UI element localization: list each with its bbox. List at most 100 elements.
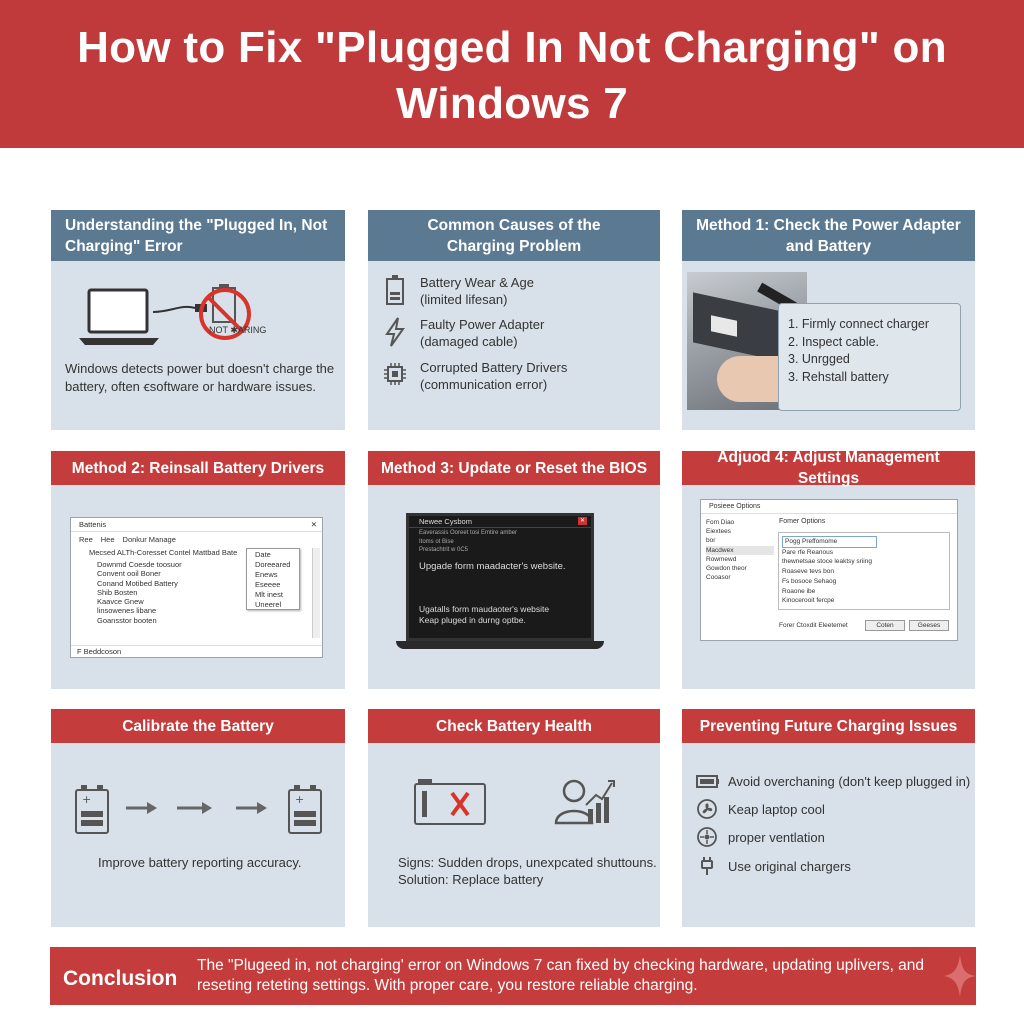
setting-item[interactable]: Pare rfe Reanous [782,548,833,556]
menu-item[interactable]: Ree [79,535,93,544]
card-desc-line1: Signs: Sudden drops, unexpcated shuttoun… [398,855,657,870]
page-title-line2: Windows 7 [395,79,629,128]
nav-item[interactable]: bor [706,537,716,545]
cause-item: Corrupted Battery Drivers(communication … [382,359,567,393]
cause-detail: (damaged cable) [420,334,518,349]
icon-caption: NOT ✱ARING [209,325,267,335]
tree-item[interactable]: Goansstor booten [97,615,157,625]
sparkle-icon [944,955,976,997]
tree-item[interactable]: Convent ooil Boner [97,569,161,579]
menu-bar: Ree Hee Donkur Manage [71,532,322,547]
tree-item[interactable]: Conand Motibed Battery [97,578,178,588]
context-item[interactable]: Date [255,550,271,559]
conclusion-banner: Conclusion The "Plugeed in, not charging… [50,947,976,1005]
fan-icon [697,799,717,819]
step-2: 2. Inspect cable. [788,334,880,349]
chip-icon [384,363,406,385]
page-title-line1: How to Fix "Plugged In Not Charging" on [77,23,947,72]
device-tree: Downmd Coesde toosuor Convent ooil Boner… [97,560,182,625]
conclusion-text: The "Plugeed in, not charging' error on … [197,956,957,996]
nav-item[interactable]: Macdwex [706,545,774,555]
menu-item[interactable]: Donkur Manage [122,535,176,544]
tree-item[interactable]: Downmd Coesde toosuor [97,560,182,569]
battery-full-icon: + [75,785,109,834]
context-item[interactable]: Eseeee [255,580,281,589]
context-item[interactable]: Uneerel [255,600,282,609]
tree-item[interactable]: linsowenes libane [97,606,157,616]
no-charge-icon [199,284,251,340]
card-method4: Adjuod 4: Adjust Management Settings Pos… [682,451,975,689]
card-desc-line2: Solution: Replace battery [398,872,544,887]
conclusion-line1: The "Plugeed in, not charging' error on … [197,957,925,974]
cause-title: Faulty Power Adapter [420,317,545,332]
setting-item[interactable]: Roaone ibe [782,587,816,595]
context-item[interactable]: Enews [255,570,278,579]
arrow-icon [236,802,267,814]
steps-box: 1. Firmly connect charger 2. Inspect cab… [778,303,961,411]
card-calibrate: Calibrate the Battery + + Improve batter… [51,709,345,927]
prevent-text: Avoid overchaning (don't keep plugged in… [728,773,971,789]
bios-small-3: Prestachtrit w 0C5 [419,547,469,553]
vent-icon [697,827,717,847]
plug-icon [701,857,713,875]
nav-item[interactable]: Rowmewd [706,555,737,563]
svg-text:+: + [295,793,304,806]
laptop-base [396,641,604,649]
left-pane: Fom Diao Eiextees bor Macdwex Rowmewd Go… [706,518,774,582]
card-header: Adjuod 4: Adjust Management Settings [682,451,975,487]
nav-item[interactable]: Cooasor [706,574,731,582]
close-icon[interactable]: ✕ [310,520,317,529]
cause-title: Corrupted Battery Drivers [420,360,568,375]
step-4: 3. Rehstall battery [788,370,889,385]
prevent-item: proper ventlation [696,827,825,847]
setting-item[interactable]: thewnetsae stoce leaktsy sriing [782,558,872,566]
setting-item[interactable]: Fs bosoce Sehaog [782,577,837,585]
window-title-text: Newee Cysbom [419,517,472,526]
conclusion-line2: reseting reteting settings. With proper … [197,977,698,994]
cause-item: Faulty Power Adapter (damaged cable) [382,316,544,350]
battery-fail-icon [414,779,486,825]
window-title: Posieee Options [701,500,957,514]
nav-item[interactable]: Eiextees [706,528,731,536]
battery-icon [696,775,719,788]
bios-small-1: Eaverassis Ooreet tosi Emtire amber [419,530,518,536]
step-3: 3. Unrgged [788,352,850,367]
card-desc: Improve battery reporting accuracy. [98,855,302,870]
prevent-item: Use original chargers [696,856,851,876]
cancel-button[interactable]: Geeses [909,620,949,631]
cause-title: Battery Wear & Age [420,275,534,290]
card-title-line2: Charging" Error [65,237,183,255]
card-header: Method 2: Reinsall Battery Drivers [51,451,345,485]
card-desc-line1: Windows detects power but doesn't charge… [65,361,335,376]
nav-item[interactable]: Gowdon theor [706,565,747,573]
card-header: Check Battery Health [368,709,660,743]
cause-item: Battery Wear & Age (limited lifesan) [382,274,534,308]
prevent-text: Keap laptop cool [728,801,825,817]
tree-head[interactable]: Mecsed ALTh-Coresset Contel Mattbad Bate [89,548,238,557]
context-item[interactable]: Doreeared [255,560,291,569]
close-icon[interactable]: ✕ [578,517,587,525]
menu-item[interactable]: Hee [100,535,115,544]
window-title: Newee Cysbom ✕ [409,516,591,528]
setting-item[interactable]: Roaseve tevs bon [782,568,835,576]
scrollbar[interactable] [312,548,320,638]
context-item[interactable]: Mlt inest [255,590,283,599]
tree-item[interactable]: Shib Bosten [97,587,138,597]
prevent-text: Use original chargers [728,858,851,874]
bios-window: Newee Cysbom ✕ Eaverassis Ooreet tosi Em… [406,513,594,641]
bios-line-3: Keap pluged in durng optbe. [419,615,526,625]
prevent-item: Keap laptop cool [696,799,825,819]
status-bar: F Beddcoson [71,645,322,657]
context-menu: Date Doreeared Enews Eseeee Mlt inest Un… [246,548,300,610]
setting-item[interactable]: Kinocerooit fercpe [782,597,835,605]
card-method3: Method 3: Update or Reset the BIOS Newee… [368,451,660,689]
ok-button[interactable]: Coten [865,620,905,631]
lightning-icon [385,317,405,347]
tree-item[interactable]: Kaavce Gnew [97,597,144,607]
setting-item[interactable]: Pogg Preffomome [782,536,877,548]
cause-detail: (limited lifesan) [420,292,508,307]
